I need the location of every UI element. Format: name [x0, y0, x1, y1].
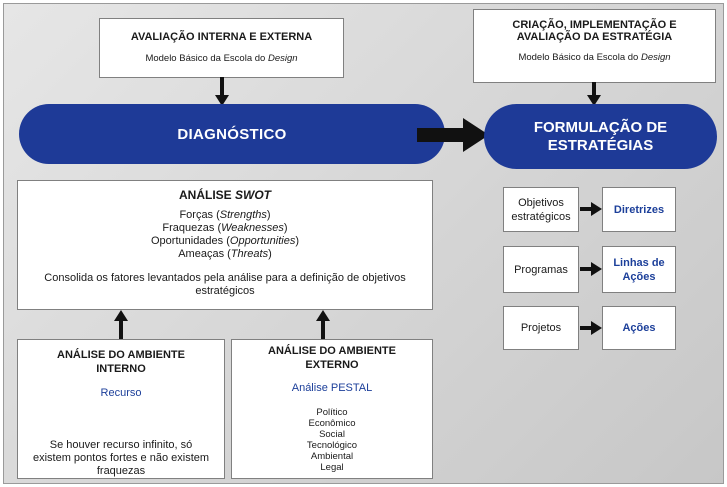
diagram-panel: AVALIAÇÃO INTERNA E EXTERNA Modelo Básic…: [3, 3, 724, 484]
diretrizes-box: Diretrizes: [602, 187, 676, 232]
acoes-box: Ações: [602, 306, 676, 350]
avaliacao-title: AVALIAÇÃO INTERNA E EXTERNA: [130, 31, 313, 43]
down-arrow-right: [587, 82, 601, 106]
interno-resource: Recurso: [100, 387, 142, 399]
programas-box: Programas: [503, 246, 579, 293]
swot-item: Ameaças (Threats): [178, 248, 272, 260]
externo-pestal: Análise PESTAL: [291, 382, 373, 394]
externo-title: ANÁLISE DO AMBIENTE EXTERNO: [268, 345, 396, 371]
swot-item: Oportunidades (Opportunities): [151, 235, 299, 247]
swot-item: Fraquezas (Weaknesses): [162, 222, 288, 234]
swot-box: ANÁLISE SWOT Forças (Strengths) Fraqueza…: [17, 180, 433, 310]
externo-box: ANÁLISE DO AMBIENTE EXTERNO Análise PEST…: [231, 339, 433, 479]
objetivos-box: Objetivos estratégicos: [503, 187, 579, 232]
pestal-factors: Político Econômico Social Tecnológico Am…: [232, 407, 432, 473]
row-arrow-3: [580, 321, 602, 335]
swot-item: Forças (Strengths): [179, 209, 271, 221]
interno-title: ANÁLISE DO AMBIENTE INTERNO: [57, 349, 185, 375]
down-arrow-left: [215, 77, 229, 106]
projetos-box: Projetos: [503, 306, 579, 350]
pestal-factor: Legal: [320, 462, 344, 473]
avaliacao-subtitle: Modelo Básico da Escola do Design: [145, 53, 298, 64]
linhas-acoes-box: Linhas de Ações: [602, 246, 676, 293]
up-arrow-interno: [114, 310, 128, 340]
criacao-box: CRIAÇÃO, IMPLEMENTAÇÃO E AVALIAÇÃO DA ES…: [473, 9, 716, 83]
pestal-factor: Político: [316, 407, 348, 418]
swot-list: Forças (Strengths) Fraquezas (Weaknesses…: [18, 209, 432, 261]
row-arrow-1: [580, 202, 602, 216]
avaliacao-box: AVALIAÇÃO INTERNA E EXTERNA Modelo Básic…: [99, 18, 344, 78]
criacao-title-line1: CRIAÇÃO, IMPLEMENTAÇÃO E: [512, 19, 677, 31]
row-arrow-2: [580, 262, 602, 276]
interno-note: Se houver recurso infinito, só existem p…: [32, 439, 210, 477]
criacao-title-line2: AVALIAÇÃO DA ESTRATÉGIA: [516, 31, 673, 43]
formulacao-pill: FORMULAÇÃO DE ESTRATÉGIAS: [484, 104, 717, 169]
interno-box: ANÁLISE DO AMBIENTE INTERNO Recurso Se h…: [17, 339, 225, 479]
swot-note: Consolida os fatores levantados pela aná…: [44, 272, 406, 297]
diagnostico-pill: DIAGNÓSTICO: [19, 104, 445, 164]
pestal-factor: Tecnológico: [306, 440, 358, 451]
pestal-factor: Ambiental: [310, 451, 354, 462]
criacao-subtitle: Modelo Básico da Escola do Design: [518, 52, 671, 63]
swot-title: ANÁLISE SWOT: [178, 188, 271, 202]
pestal-factor: Social: [319, 429, 345, 440]
pestal-factor: Econômico: [308, 418, 356, 429]
right-arrow: [417, 118, 489, 152]
up-arrow-externo: [316, 310, 330, 340]
